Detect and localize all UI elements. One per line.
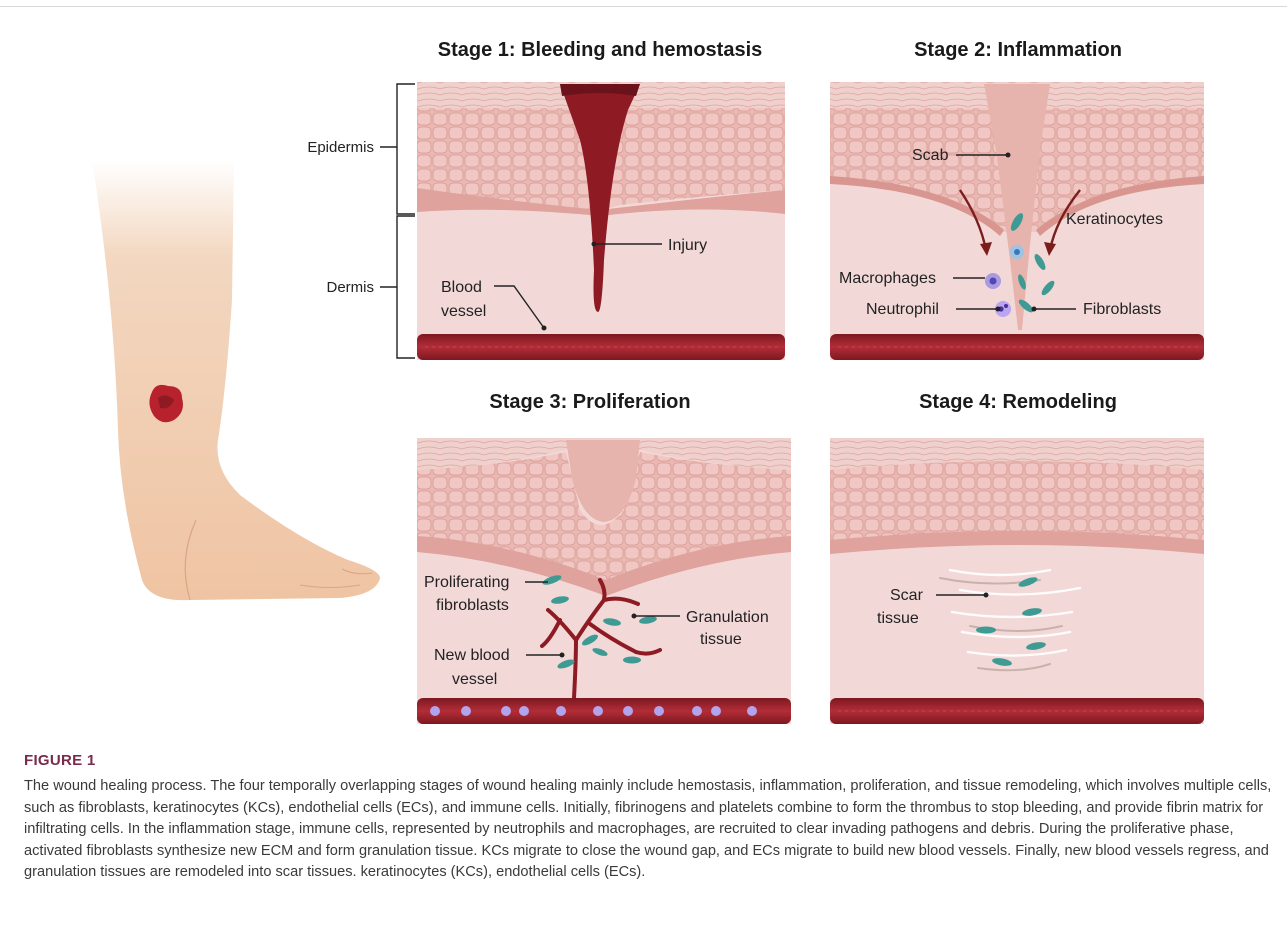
caption-text: The wound healing process. The four temp…: [24, 776, 1274, 884]
injury-label: Injury: [668, 237, 707, 254]
proliferating-fibroblasts-label-line2: fibroblasts: [436, 597, 509, 614]
proliferating-fibroblasts-label-line1: Proliferating: [424, 574, 509, 591]
fibroblasts-label: Fibroblasts: [1083, 301, 1161, 318]
stage-4-panel: [830, 438, 1204, 724]
stage-4-title: Stage 4: Remodeling: [919, 391, 1117, 413]
macrophages-label: Macrophages: [839, 270, 936, 287]
leg-illustration: [92, 160, 380, 600]
layer-brackets: [380, 84, 415, 358]
wound-healing-diagram: Epidermis Dermis Stage 1: Bleeding and h…: [0, 0, 1287, 745]
granulation-tissue-label-line2: tissue: [700, 631, 742, 648]
granulation-tissue-label-line1: Granulation: [686, 609, 769, 626]
blood-vessel-label-line2: vessel: [441, 303, 486, 320]
epidermis-label: Epidermis: [307, 139, 374, 156]
new-blood-vessel-label-line2: vessel: [452, 671, 497, 688]
stage-1-title: Stage 1: Bleeding and hemostasis: [438, 39, 763, 61]
keratinocytes-label: Keratinocytes: [1066, 211, 1163, 228]
blood-vessel-label-line1: Blood: [441, 279, 482, 296]
figure-caption: FIGURE 1 The wound healing process. The …: [24, 752, 1274, 884]
stage-3-title: Stage 3: Proliferation: [489, 391, 690, 413]
stage-2-title: Stage 2: Inflammation: [914, 39, 1122, 61]
new-blood-vessel-label-line1: New blood: [434, 647, 510, 664]
scar-tissue-label-line1: Scar: [890, 587, 924, 604]
dermis-label: Dermis: [327, 279, 375, 296]
scab-label: Scab: [912, 147, 949, 164]
neutrophil-label: Neutrophil: [866, 301, 939, 318]
scar-tissue-label-line2: tissue: [877, 610, 919, 627]
figure-label: FIGURE 1: [24, 752, 1274, 769]
